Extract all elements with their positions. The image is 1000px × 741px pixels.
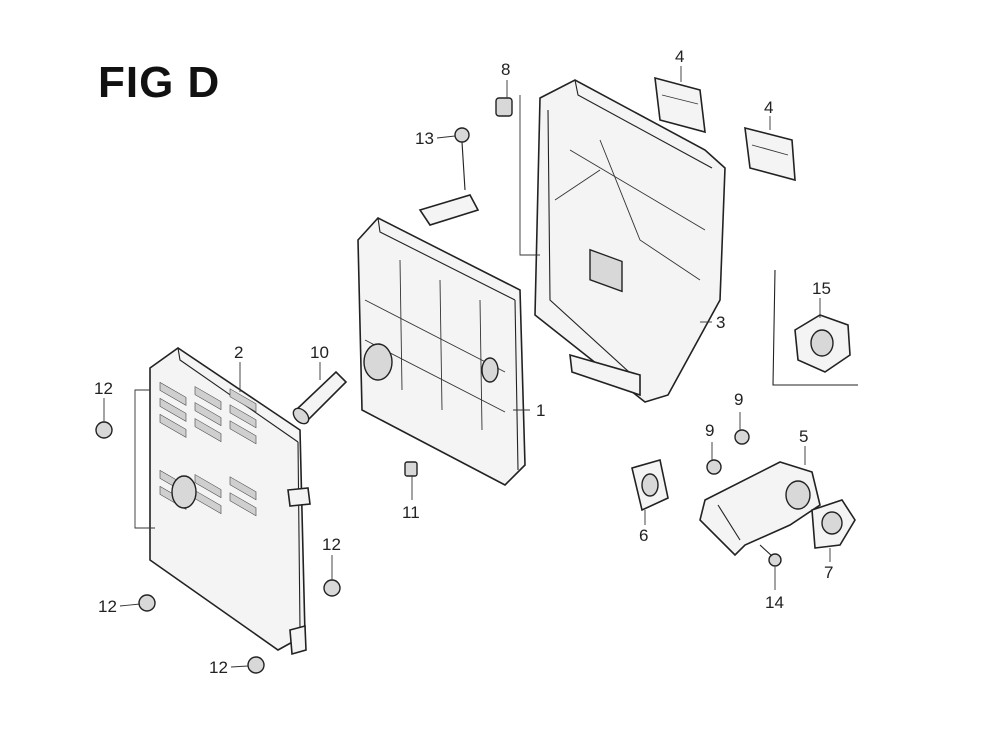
callout-5: 5 (799, 427, 808, 446)
gasket-part-7 (811, 499, 856, 549)
callout-8: 8 (501, 60, 510, 79)
figure-title: FIG D (98, 58, 221, 107)
fastener-part-12c (138, 594, 156, 612)
fastener-part-11 (404, 461, 418, 477)
vent-slots (159, 381, 257, 517)
callout-13: 13 (415, 129, 434, 148)
muffler-protector-part-2 (149, 347, 311, 656)
fastener-part-12a (95, 421, 113, 439)
callouts: 1 2 3 4 4 5 6 7 8 9 9 10 11 12 12 12 12 … (94, 47, 833, 677)
fastener-part-13 (454, 127, 470, 191)
callout-7: 7 (824, 563, 833, 582)
fastener-part-12b (323, 579, 341, 597)
gasket-part-6 (631, 458, 669, 512)
exhaust-pipe-part-10 (292, 370, 348, 425)
callout-2: 2 (234, 343, 243, 362)
callout-10: 10 (310, 343, 329, 362)
callout-12c: 12 (98, 597, 117, 616)
callout-12d: 12 (209, 658, 228, 677)
callout-4b: 4 (764, 98, 773, 117)
callout-14: 14 (765, 593, 784, 612)
fastener-part-14 (759, 544, 782, 567)
inset-box-outline (772, 269, 858, 386)
callout-11: 11 (402, 503, 420, 522)
callout-1: 1 (536, 401, 545, 420)
fastener-part-12d (247, 656, 265, 674)
callout-9a: 9 (734, 390, 743, 409)
muffler-cover-part-3 (534, 79, 726, 403)
bracket-part-4b (744, 126, 796, 182)
fastener-part-9a (734, 429, 750, 445)
bracket-part-4a (654, 76, 706, 134)
fastener-part-8 (495, 97, 513, 117)
callout-4a: 4 (675, 47, 684, 66)
callout-9b: 9 (705, 421, 714, 440)
exhaust-elbow-part-5 (699, 461, 821, 557)
leader-lines (103, 66, 831, 668)
callout-6: 6 (639, 526, 648, 545)
gasket-part-15 (794, 314, 851, 373)
callout-3: 3 (716, 313, 725, 332)
callout-15: 15 (812, 279, 831, 298)
callout-12a: 12 (94, 379, 113, 398)
fastener-part-9b (706, 459, 722, 475)
muffler-part-1 (357, 194, 526, 486)
callout-12b: 12 (322, 535, 341, 554)
